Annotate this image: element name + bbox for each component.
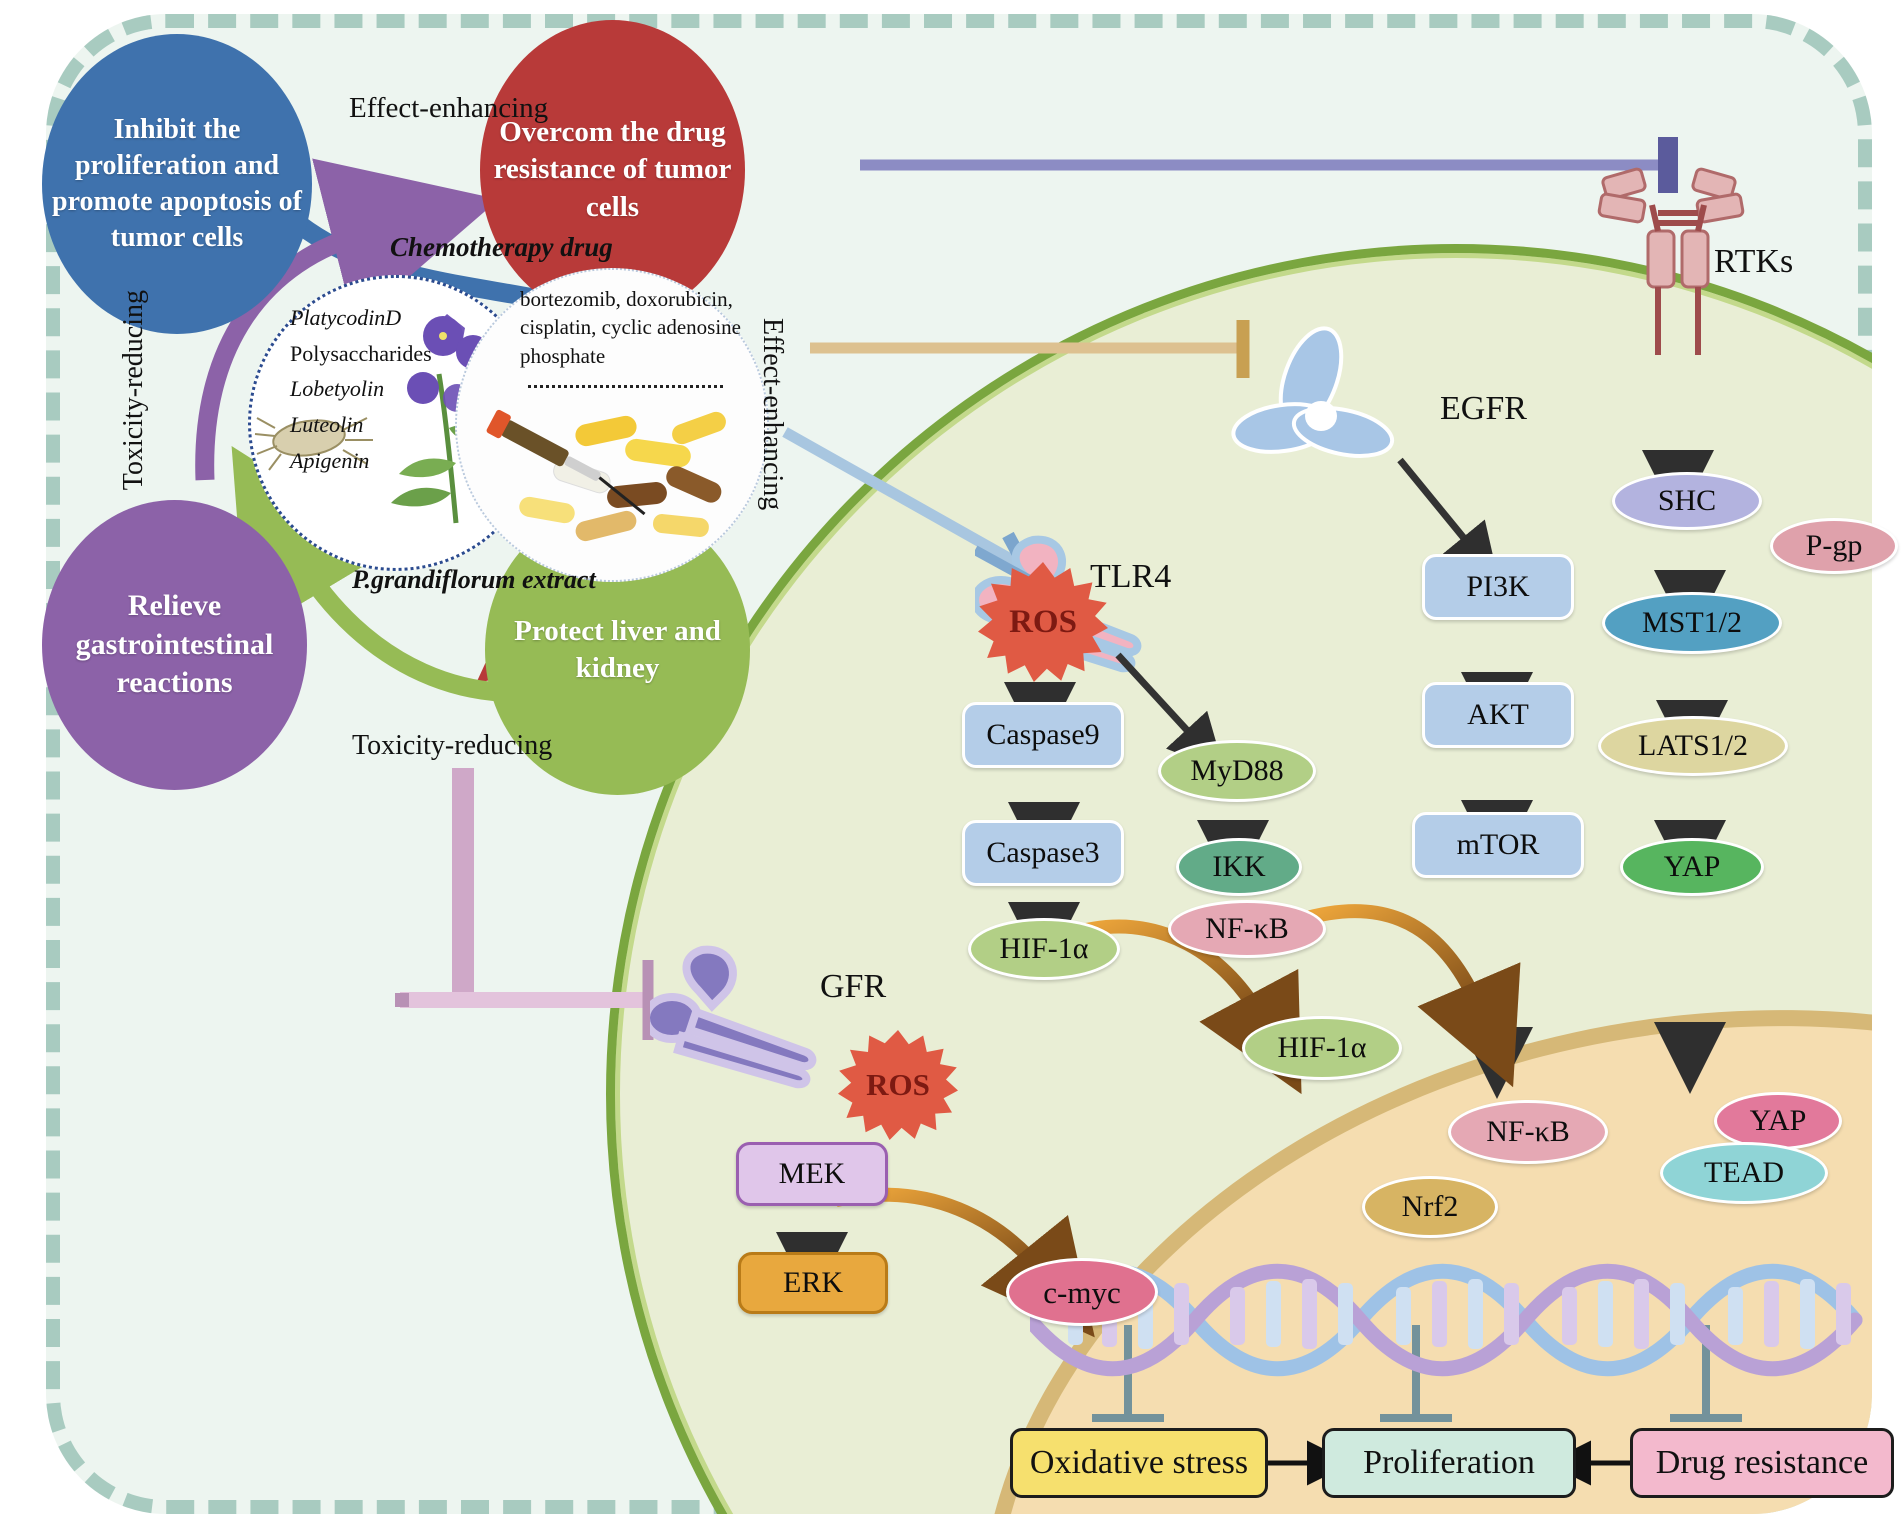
node-label: NF-κB xyxy=(1205,912,1289,945)
chemotherapy-drug-list: bortezomib, doxorubicin, cisplatin, cycl… xyxy=(520,287,742,368)
node-mst12[interactable]: MST1/2 xyxy=(1602,592,1782,654)
drug-list-divider xyxy=(528,385,723,388)
node-yap-nucleus[interactable]: YAP xyxy=(1714,1092,1842,1150)
node-mek[interactable]: MEK xyxy=(736,1142,888,1206)
node-label: HIF-1α xyxy=(1277,1031,1367,1064)
outcome-label: Drug resistance xyxy=(1655,1444,1869,1481)
node-label: c-myc xyxy=(1043,1274,1121,1310)
concept-blob-overcome-label: Overcom the drug resistance of tumor cel… xyxy=(493,116,732,223)
node-yap-cytoplasm[interactable]: YAP xyxy=(1620,838,1764,896)
node-pi3k[interactable]: PI3K xyxy=(1422,554,1574,620)
node-hif1a-cytoplasm[interactable]: HIF-1α xyxy=(968,918,1120,980)
concept-blob-relieve-label: Relieve gastrointestinal reactions xyxy=(75,589,274,700)
node-hif1a-nucleus[interactable]: HIF-1α xyxy=(1242,1016,1402,1080)
label-egfr: EGFR xyxy=(1440,390,1527,427)
dna-double-helix xyxy=(1030,1263,1863,1377)
node-label: Nrf2 xyxy=(1401,1190,1459,1223)
label-gfr: GFR xyxy=(820,968,887,1005)
egfr-receptor-icon xyxy=(1231,326,1395,458)
label-toxicity-reducing-bottom: Toxicity-reducing xyxy=(352,730,553,761)
node-label: AKT xyxy=(1467,698,1529,731)
chemotherapy-drug-title: Chemotherapy drug xyxy=(390,232,613,262)
node-label: PI3K xyxy=(1466,570,1530,603)
node-caspase3[interactable]: Caspase3 xyxy=(962,820,1124,886)
extract-title: P.grandiflorum extract xyxy=(352,565,596,594)
node-label: NF-κB xyxy=(1486,1115,1570,1148)
node-shc[interactable]: SHC xyxy=(1612,472,1762,530)
node-nfkb-cytoplasm[interactable]: NF-κB xyxy=(1168,900,1326,958)
node-label: Caspase9 xyxy=(986,718,1100,751)
gfr-receptor-icon xyxy=(650,945,817,1089)
node-label: mTOR xyxy=(1456,828,1540,861)
concept-blob-inhibit[interactable]: Inhibit the proliferation and promote ap… xyxy=(42,34,312,334)
node-label: MEK xyxy=(778,1157,846,1190)
label-rtks: RTKs xyxy=(1714,243,1794,280)
node-pgp[interactable]: P-gp xyxy=(1770,518,1898,574)
node-label: LATS1/2 xyxy=(1637,729,1748,762)
label-effect-enhancing-side: Effect-enhancing xyxy=(757,318,788,511)
compound-list: PlatycodinD Polysaccharides Lobetyolin L… xyxy=(290,300,520,478)
compound-item: Lobetyolin xyxy=(290,376,385,402)
node-label: SHC xyxy=(1657,484,1717,517)
node-lats12[interactable]: LATS1/2 xyxy=(1598,716,1788,776)
node-akt[interactable]: AKT xyxy=(1422,682,1574,748)
pills-illustration xyxy=(457,270,767,580)
label-tlr4: TLR4 xyxy=(1090,558,1172,595)
node-label: MST1/2 xyxy=(1641,606,1743,639)
compound-item: Luteolin xyxy=(290,411,364,437)
node-label: TEAD xyxy=(1704,1156,1784,1189)
node-caspase9[interactable]: Caspase9 xyxy=(962,702,1124,768)
node-nrf2[interactable]: Nrf2 xyxy=(1362,1176,1498,1238)
rtks-receptor-icon xyxy=(1597,167,1745,355)
node-label: MyD88 xyxy=(1190,754,1284,787)
platycodon-root-illustration xyxy=(254,314,499,524)
node-label: YAP xyxy=(1749,1104,1807,1137)
node-ikk[interactable]: IKK xyxy=(1176,838,1302,896)
label-effect-enhancing-top: Effect-enhancing xyxy=(349,92,549,124)
outcome-label: Proliferation xyxy=(1363,1444,1535,1481)
node-nfkb-nucleus[interactable]: NF-κB xyxy=(1448,1100,1608,1164)
chemotherapy-photo-circle xyxy=(455,268,769,582)
node-mtor[interactable]: mTOR xyxy=(1412,812,1584,878)
compound-item: Polysaccharides xyxy=(290,340,432,366)
node-myd88[interactable]: MyD88 xyxy=(1158,740,1316,802)
compound-item: PlatycodinD xyxy=(290,305,402,330)
node-label: ROS xyxy=(866,1067,930,1102)
outcome-drug-resistance[interactable]: Drug resistance xyxy=(1630,1428,1894,1498)
node-label: Caspase3 xyxy=(986,836,1100,869)
node-label: IKK xyxy=(1212,850,1266,883)
node-cmyc[interactable]: c-myc xyxy=(1006,1258,1158,1326)
node-label: P-gp xyxy=(1805,529,1863,562)
concept-blob-inhibit-label: Inhibit the proliferation and promote ap… xyxy=(52,114,302,253)
node-label: YAP xyxy=(1663,850,1721,883)
node-tead[interactable]: TEAD xyxy=(1660,1142,1828,1204)
outcome-proliferation[interactable]: Proliferation xyxy=(1322,1428,1576,1498)
concept-blob-overcome[interactable]: Overcom the drug resistance of tumor cel… xyxy=(480,20,745,320)
outcome-label: Oxidative stress xyxy=(1029,1444,1249,1481)
compound-item: Apigenin xyxy=(290,447,370,473)
concept-blob-protect-label: Protect liver and kidney xyxy=(514,614,721,684)
node-label: HIF-1α xyxy=(999,932,1089,965)
concept-blob-relieve[interactable]: Relieve gastrointestinal reactions xyxy=(42,500,307,790)
node-label: ROS xyxy=(1009,603,1077,640)
outcome-oxidative-stress[interactable]: Oxidative stress xyxy=(1010,1428,1268,1498)
node-label: ERK xyxy=(783,1266,843,1299)
node-erk[interactable]: ERK xyxy=(738,1252,888,1314)
